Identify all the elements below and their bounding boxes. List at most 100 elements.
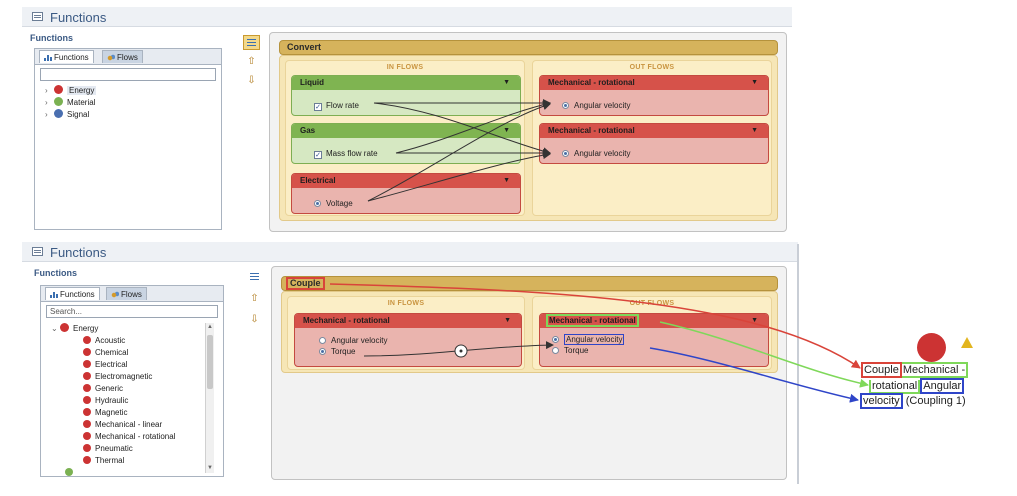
flow-header: Mechanical - rotational▼ [540,124,768,138]
expand-arrow-icon[interactable]: › [45,110,48,119]
top-search-input[interactable] [40,68,216,81]
move-up-button[interactable]: ⇧ [243,54,260,69]
flow-item-angular-velocity[interactable]: Angular velocity [562,149,630,159]
energy-type-icon [83,408,91,416]
dropdown-icon[interactable]: ▼ [504,317,511,324]
scroll-up-icon[interactable]: ▲ [207,324,213,330]
dropdown-icon[interactable]: ▼ [503,127,510,134]
tree-item-signal[interactable]: ›Signal [45,109,90,119]
collapse-arrow-icon[interactable]: ⌄ [51,324,58,333]
flow-item-flow-rate[interactable]: ✓Flow rate [314,101,359,111]
expand-arrow-icon[interactable]: › [45,86,48,95]
bottom-search-input[interactable]: Search... [46,305,218,318]
dropdown-icon[interactable]: ▼ [751,79,758,86]
expand-arrow-icon[interactable]: › [45,98,48,107]
functions-icon [44,54,52,61]
top-tabbar: Functions Flows [35,49,221,65]
list-view-button[interactable] [243,35,260,50]
tree-item-material[interactable]: ›Material [45,97,96,107]
tree-item-acoustic[interactable]: Acoustic [83,335,125,347]
arrow-up-icon: ⇧ [250,293,259,304]
material-icon [54,97,63,106]
tree-item-pneumatic[interactable]: Pneumatic [83,443,133,455]
tree-item-energy[interactable]: ⌄Energy [51,323,99,333]
function-body: IN FLOWS Mechanical - rotational▼ Angula… [281,291,778,373]
checkbox-checked-icon[interactable]: ✓ [314,151,322,159]
in-flow-mech-rot[interactable]: Mechanical - rotational▼ Angular velocit… [294,313,522,367]
dropdown-icon[interactable]: ▼ [503,79,510,86]
radio-icon[interactable] [319,348,326,355]
radio-icon[interactable] [562,102,569,109]
energy-icon [54,85,63,94]
list-view-button[interactable] [246,270,263,285]
flow-item-torque[interactable]: Torque [552,346,588,356]
tree-item-mechanical-linear[interactable]: Mechanical - linear [83,419,162,431]
in-flows-title: IN FLOWS [387,300,425,307]
function-title-convert[interactable]: Convert [279,40,778,55]
radio-icon[interactable] [314,200,321,207]
move-down-button[interactable]: ⇩ [243,73,260,88]
flows-icon [111,291,119,298]
tree-item-magnetic[interactable]: Magnetic [83,407,127,419]
top-section-label: Functions [30,33,73,43]
tree-item-thermal[interactable]: Thermal [83,455,124,467]
tree-item-electrical[interactable]: Electrical [83,359,127,371]
top-view-header: Functions [22,7,792,27]
checkbox-checked-icon[interactable]: ✓ [314,103,322,111]
bottom-tab-functions[interactable]: Functions [45,287,100,300]
flow-item-angular-velocity[interactable]: Angular velocity [552,334,625,345]
tree-item-energy[interactable]: ›Energy [45,85,97,95]
dropdown-icon[interactable]: ▼ [751,127,758,134]
out-flow-mech-rot[interactable]: Mechanical - rotational▼ Angular velocit… [539,313,769,367]
radio-icon[interactable] [562,150,569,157]
tree-item-chemical[interactable]: Chemical [83,347,128,359]
scroll-down-icon[interactable]: ▼ [207,465,213,471]
out-flow-mech-rot-1[interactable]: Mechanical - rotational▼ Angular velocit… [539,75,769,116]
function-title-couple[interactable]: Couple [281,276,778,291]
flow-item-mass-flow-rate[interactable]: ✓Mass flow rate [314,149,378,159]
in-flow-electrical[interactable]: Electrical▼ Voltage [291,173,521,214]
out-flow-mech-rot-2[interactable]: Mechanical - rotational▼ Angular velocit… [539,123,769,164]
radio-icon[interactable] [319,337,326,344]
in-flow-gas[interactable]: Gas▼ ✓Mass flow rate [291,123,521,164]
flow-item-angular-velocity[interactable]: Angular velocity [562,101,630,111]
energy-type-icon [83,348,91,356]
warning-icon [961,337,973,348]
bottom-section-label: Functions [34,268,77,278]
energy-type-icon [83,420,91,428]
out-flows-column: OUT FLOWS Mechanical - rotational▼ Angul… [532,296,772,370]
tree-item-hydraulic[interactable]: Hydraulic [83,395,128,407]
scroll-thumb[interactable] [207,335,213,389]
move-up-button[interactable]: ⇧ [246,291,263,306]
radio-icon[interactable] [552,347,559,354]
bottom-tree-panel: Functions Flows Search... ⌄Energy Acoust… [40,285,224,477]
in-flow-liquid[interactable]: Liquid▼ ✓Flow rate [291,75,521,116]
flow-item-angular-velocity[interactable]: Angular velocity [319,336,387,346]
top-view-title: Functions [50,10,107,25]
flow-header: Mechanical - rotational▼ [540,314,768,328]
tree-scrollbar[interactable]: ▲ ▼ [205,323,214,473]
move-down-button[interactable]: ⇩ [246,312,263,327]
tree-item-mechanical-rotational[interactable]: Mechanical - rotational [83,431,175,443]
dropdown-icon[interactable]: ▼ [751,317,758,324]
out-flows-title: OUT FLOWS [629,300,675,307]
bottom-tab-flows[interactable]: Flows [106,287,147,300]
radio-icon[interactable] [552,336,559,343]
tree-item-material-partial[interactable] [65,467,77,476]
tree-item-generic[interactable]: Generic [83,383,123,395]
flow-header: Mechanical - rotational▼ [540,76,768,90]
top-tab-functions[interactable]: Functions [39,50,94,63]
arrow-down-icon: ⇩ [247,75,256,86]
flow-item-torque[interactable]: Torque [319,347,355,357]
top-tab-flows[interactable]: Flows [102,50,143,63]
energy-type-icon [83,336,91,344]
top-function-canvas: Convert IN FLOWS Liquid▼ ✓Flow rate Gas▼… [269,32,787,232]
energy-type-icon [83,444,91,452]
flow-item-voltage[interactable]: Voltage [314,199,353,209]
material-icon [65,468,73,476]
top-tree-panel: Functions Flows ›Energy ›Material ›Signa… [34,48,222,230]
dropdown-icon[interactable]: ▼ [503,177,510,184]
mapping-node-circle [917,333,946,362]
tree-item-electromagnetic[interactable]: Electromagnetic [83,371,152,383]
